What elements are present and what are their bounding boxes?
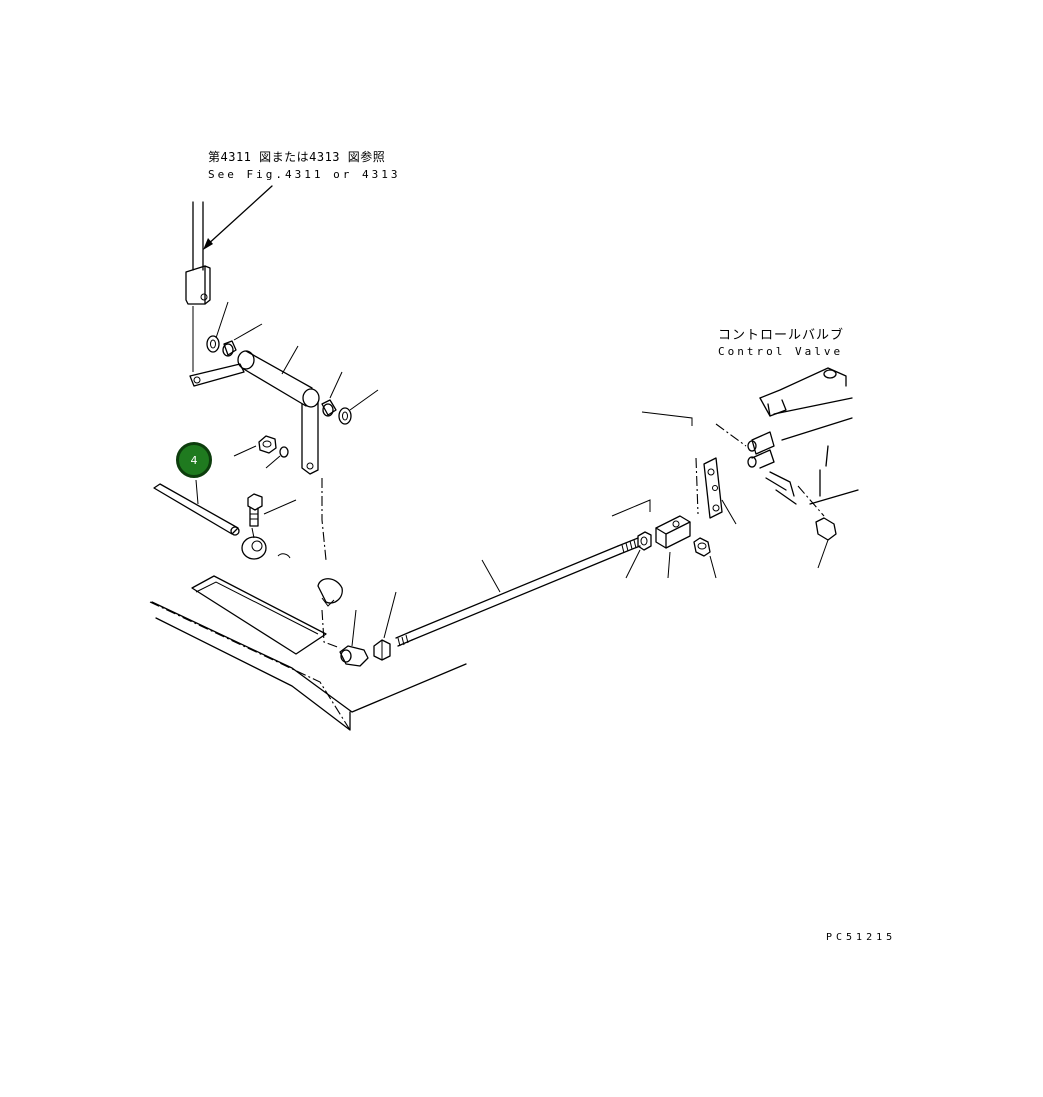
nut-crank: [233, 435, 277, 457]
control-valve-body: [747, 367, 859, 517]
bolt-middle: [247, 493, 297, 527]
valve-dash-marker: [641, 411, 693, 426]
lower-clamp: [317, 578, 343, 607]
floor-plate: [149, 575, 467, 731]
clevis-dash-marker: [611, 499, 651, 517]
rod-end-nut: [625, 531, 652, 579]
callout-4-badge[interactable]: 4: [176, 442, 212, 478]
ball-joint: [339, 609, 369, 667]
clevis-pin: [693, 537, 717, 579]
main-control-rod: [395, 537, 641, 647]
bushing-upper-left: [222, 323, 263, 357]
collar: [241, 527, 291, 560]
control-valve-label-english: Control Valve: [718, 345, 844, 358]
bushing-upper-right: [321, 371, 343, 417]
reference-note-japanese: 第4311 図または4313 図参照: [208, 150, 386, 164]
lock-nut-lower: [373, 591, 397, 661]
bell-crank-lever: [189, 345, 320, 475]
washer-upper-left: [206, 301, 229, 353]
assembly-line-crank: [321, 478, 327, 561]
spring-washer-crank: [265, 446, 289, 469]
pin: [153, 479, 240, 536]
control-valve-label-japanese: コントロールバルブ: [718, 328, 845, 343]
link-plate: [695, 457, 737, 525]
drawing-code: PC51215: [826, 932, 897, 943]
washer-upper-right: [338, 389, 379, 425]
upper-control-rod: [185, 201, 211, 372]
valve-bolt: [815, 517, 837, 569]
assembly-line-lower: [321, 609, 341, 649]
callout-number: 4: [190, 453, 198, 467]
clevis-block: [655, 515, 691, 579]
assembly-line-valve: [715, 423, 747, 447]
reference-leader-arrow: [203, 185, 273, 250]
reference-note-english: See Fig.4311 or 4313: [208, 168, 401, 181]
